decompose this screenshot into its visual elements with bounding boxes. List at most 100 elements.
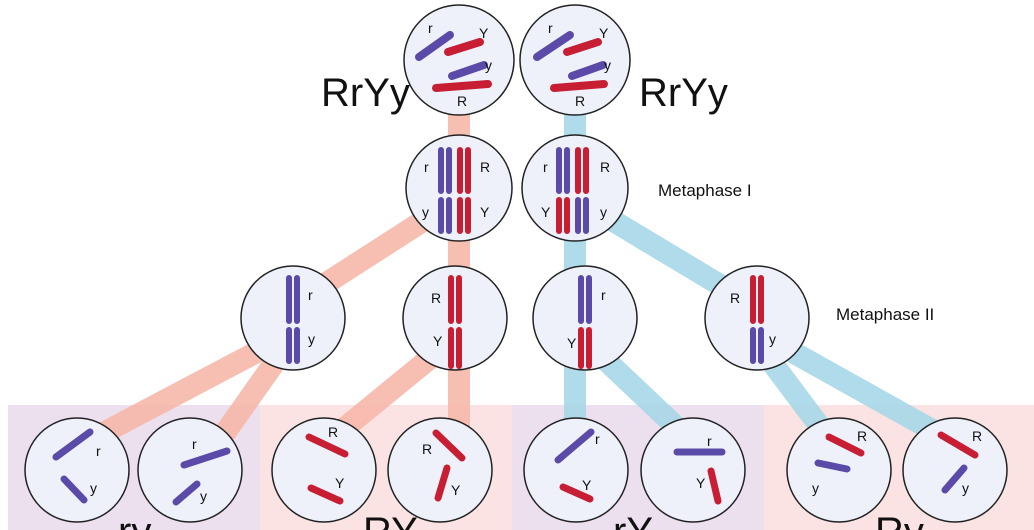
parent-genotype-right: RrYy [639,71,728,115]
allele-label: y [600,204,607,220]
allele-label: Y [479,25,489,41]
chromosome-y [448,61,488,80]
chromosome-r [52,428,94,461]
allele-label: r [308,287,313,303]
allele-label: R [480,159,490,175]
cell [24,417,130,523]
chromosome-Y [563,38,602,56]
allele-label: y [422,204,429,220]
allele-label: r [424,159,429,175]
allele-label: y [90,480,97,496]
allele-label: r [548,20,553,36]
cell [240,265,346,371]
gamete-cell-RY-1: R Y [271,417,377,523]
cell [523,417,629,523]
stage-label-metaphase2: Metaphase II [836,305,934,324]
chromosome-R [305,433,349,458]
gamete-cell-rY-2: r Y [640,417,746,523]
chromosome-R [432,80,492,92]
parent-genotype-left: RrYy [321,71,410,115]
chromosome-R [550,80,608,92]
chromosome-y [814,459,851,473]
allele-label: R [328,424,338,440]
gamete-cell-RY-2: R Y [387,417,493,523]
cell [532,265,638,371]
gamete-cell-Ry-1: R y [786,417,892,523]
allele-label: Y [696,475,706,491]
chromosome-r [554,428,595,464]
allele-label: y [812,480,819,496]
cell [387,417,493,523]
allele-label: Y [451,482,461,498]
chromosome-y [568,61,607,80]
allele-label: R [431,290,441,306]
allele-label: r [543,159,548,175]
allele-label: R [575,93,585,109]
metaphase1-cell-left: r R y Y [405,134,513,242]
allele-label: r [96,443,101,459]
allele-label: y [962,480,969,496]
chromosome-R [937,431,979,459]
chromosome-Y [559,483,594,503]
chromosome-Y [707,467,722,505]
allele-label: r [428,20,433,36]
metaphase2-cell-3: r Y [532,265,638,371]
allele-label: Y [582,477,592,493]
chromosome-R [432,429,466,462]
chromosome-y [941,464,968,494]
chromosome-r [180,447,231,469]
cell [902,417,1008,523]
allele-label: r [707,433,712,449]
chromosome-r [415,31,454,61]
path-left-m2a-to-g1 [84,335,276,450]
metaphase2-cell-4: R y [704,265,810,371]
cell [402,265,508,371]
allele-label: R [972,428,982,444]
allele-label: Y [335,475,345,491]
chromosome-r [533,31,574,61]
chromosome-y [60,475,88,504]
allele-label: Y [599,25,609,41]
path-right-m2b-to-g4 [774,335,956,450]
gamete-label-rY: rY [613,510,653,530]
gamete-cell-ry-2: r y [137,417,243,523]
allele-label: y [485,57,492,73]
allele-label: Y [567,335,577,351]
allele-label: R [422,441,432,457]
allele-label: Y [541,204,551,220]
metaphase2-cell-2: R Y [402,265,508,371]
chromosome-Y [444,38,484,56]
chromosome-y [172,480,201,506]
gamete-label-RY: RY [363,510,418,530]
allele-label: y [200,488,207,504]
gamete-label-ry: ry [118,510,151,530]
cell [704,265,810,371]
metaphase1-cell-right: r R Y y [521,134,629,242]
parent-cell-right: r Y y R [519,4,631,116]
allele-label: r [601,287,606,303]
allele-label: R [600,159,610,175]
parent-cell-left: r Y y R [403,4,515,116]
gamete-label-Ry: Ry [875,510,924,530]
gamete-cell-rY-1: r Y [523,417,629,523]
allele-label: r [595,431,600,447]
allele-label: R [857,428,867,444]
allele-label: y [308,331,315,347]
allele-label: R [457,93,467,109]
chromosome-Y [434,464,451,502]
allele-label: R [730,290,740,306]
chromosome-Y [307,484,344,505]
gamete-cell-Ry-2: R y [902,417,1008,523]
cell [271,417,377,523]
cell [137,417,243,523]
allele-label: y [604,57,611,73]
allele-label: r [192,436,197,452]
cell [640,417,746,523]
chromosome-R [825,433,865,457]
allele-label: Y [433,333,443,349]
path-left-m2a-to-g2 [211,348,289,447]
stage-label-metaphase1: Metaphase I [658,181,752,200]
gamete-cell-ry-1: r y [24,417,130,523]
lineage-paths [84,100,956,450]
